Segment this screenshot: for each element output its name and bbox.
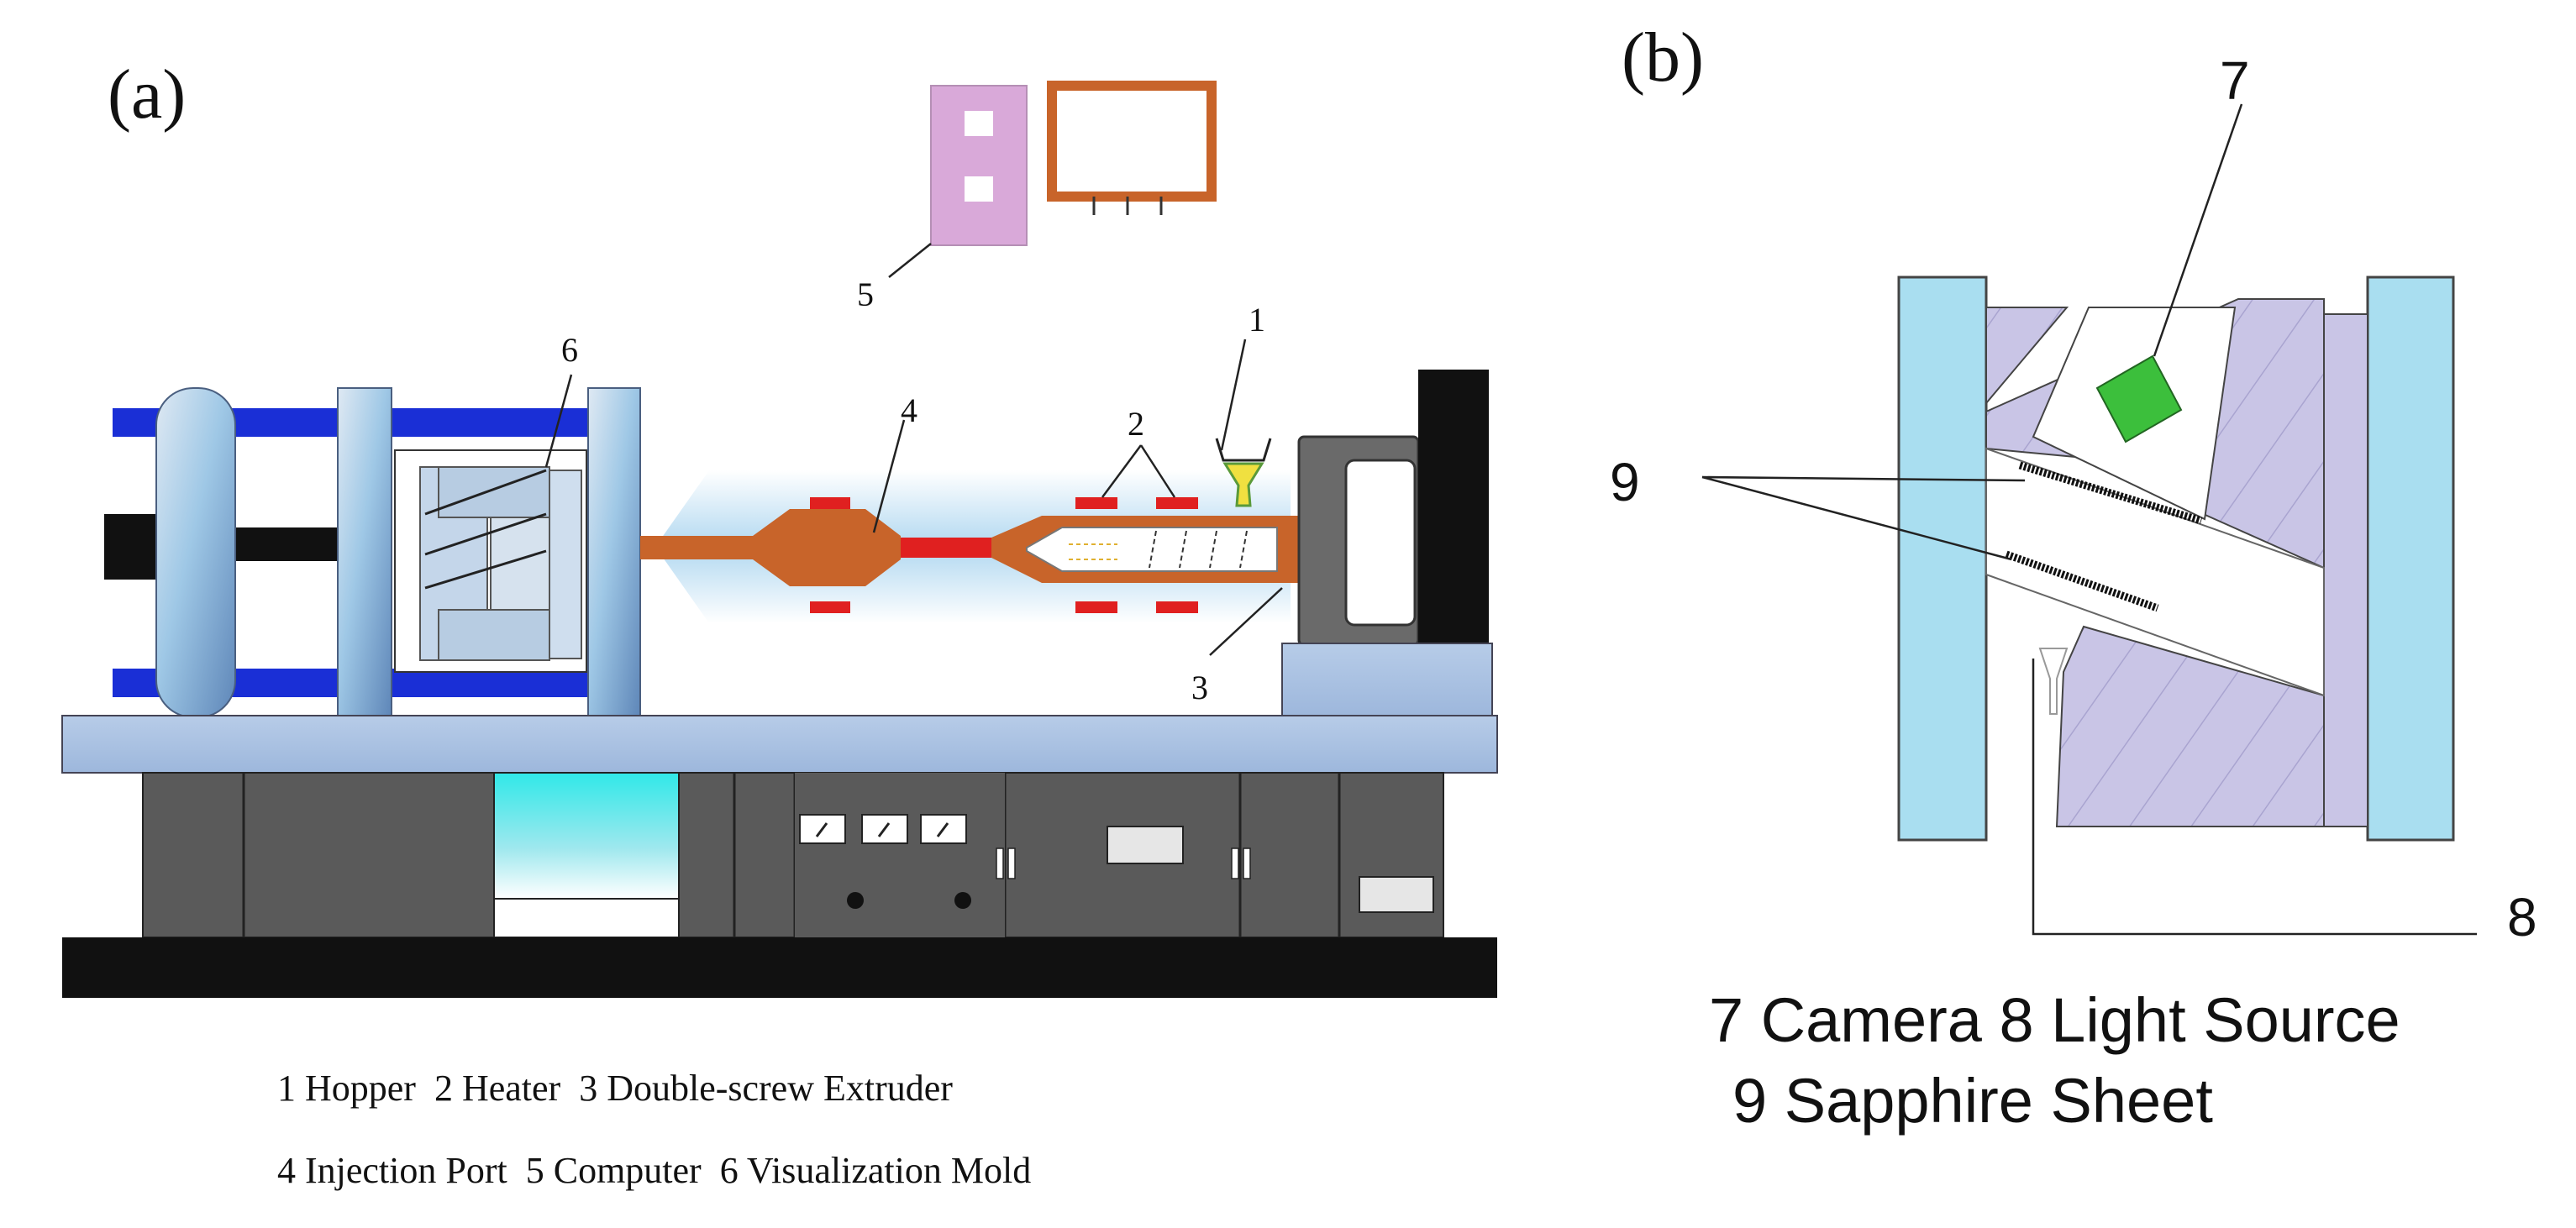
- control-knob-1: [847, 892, 864, 909]
- callout-4-leader: [872, 419, 906, 533]
- callout-8: 8: [2507, 887, 2537, 947]
- callout-2: 2: [1128, 405, 1144, 443]
- injection-nozzle: [901, 538, 991, 558]
- sapphire-sheet-icon: [2005, 461, 2203, 612]
- fixed-platen: [587, 387, 641, 718]
- hopper-funnel: [1222, 462, 1264, 507]
- callout-5-leader: [888, 243, 932, 278]
- screw-flight-2: [1179, 530, 1187, 569]
- callout-6-leader: [544, 374, 573, 468]
- cabinet-handle-2: [1007, 848, 1016, 879]
- injection-motor-back: [1418, 370, 1489, 643]
- mold-diagonal-2: [424, 512, 547, 556]
- panel-a-caption-line-2: 4 Injection Port 5 Computer 6 Visualizat…: [277, 1150, 1031, 1191]
- panel-b-caption-line-2: 9 Sapphire Sheet: [1732, 1066, 2213, 1136]
- gauge-2-needle: [877, 822, 891, 837]
- mold-bottom-block: [438, 609, 550, 661]
- control-panel: [795, 773, 1005, 937]
- injection-carriage: [1281, 643, 1493, 716]
- mold-insert-upper: [1985, 307, 2069, 406]
- heater-band-bottom-3: [1156, 601, 1198, 613]
- callout-4: 4: [901, 391, 917, 429]
- gauge-3-needle: [936, 822, 949, 837]
- rear-platen: [155, 387, 236, 718]
- screw-flight-3: [1209, 530, 1217, 569]
- callout-1: 1: [1249, 301, 1265, 338]
- computer-tower-slot-2: [965, 176, 993, 202]
- screw-flight-1: [1149, 530, 1157, 569]
- control-screen-base: [493, 898, 680, 938]
- callout-1-leader: [1220, 338, 1247, 451]
- callout-2-leader-b: [1139, 444, 1176, 498]
- nozzle-stem: [640, 536, 753, 559]
- panel-a: (a) 5: [61, 55, 1498, 1191]
- injection-port-icon: [753, 509, 901, 586]
- panel-a-caption-line-1: 1 Hopper 2 Heater 3 Double-screw Extrude…: [277, 1068, 953, 1109]
- heater-band-top-3: [1156, 497, 1198, 509]
- cabinet-vent-2: [1359, 876, 1434, 913]
- callout-9-leader-upper: [1701, 475, 2026, 482]
- callout-7-leader: [2153, 103, 2243, 357]
- heater-band-top-2: [1075, 497, 1117, 509]
- heater-band-top-1: [810, 497, 850, 509]
- cabinet-handle-4: [1243, 848, 1251, 879]
- cabinet-handle-1: [996, 848, 1004, 879]
- light-source-icon: [2038, 648, 2069, 715]
- gauge-1-needle: [815, 822, 828, 837]
- panel-a-label: (a): [108, 55, 186, 134]
- cabinet-handle-3: [1231, 848, 1239, 879]
- heater-band-bottom-2: [1075, 601, 1117, 613]
- injection-motor-window: [1344, 459, 1417, 627]
- mold-plate: [549, 470, 582, 659]
- callout-3: 3: [1191, 669, 1208, 706]
- callout-8-leader: [2032, 659, 2477, 936]
- screw-extruder-icon: [640, 470, 1321, 623]
- screw-flight-4: [1239, 530, 1248, 569]
- camera-body: [2095, 354, 2183, 443]
- camera-icon: [2095, 354, 2183, 443]
- sapphire-sheet-upper: [2018, 461, 2203, 525]
- callout-5: 5: [857, 276, 874, 313]
- panel-b: (b) 7 9 8 7 Camera 8 Light Source: [1610, 18, 2537, 1136]
- computer-icon: [930, 81, 1217, 246]
- control-knob-2: [954, 892, 971, 909]
- machine-bed-top: [61, 715, 1498, 774]
- visualization-mold-icon: [394, 449, 587, 673]
- mold-side-plate-left: [1897, 276, 1988, 842]
- sapphire-sheet-lower: [2005, 550, 2159, 612]
- machine-cabinet: [142, 772, 1444, 938]
- callout-9-leader-lower: [1701, 475, 2012, 561]
- panel-b-label: (b): [1622, 18, 1704, 97]
- heater-band-bottom-1: [810, 601, 850, 613]
- computer-tower-slot-1: [965, 111, 993, 136]
- mold-diagonal-1: [424, 469, 547, 516]
- heater-icon: [810, 497, 1198, 613]
- hopper-icon: [1215, 438, 1272, 507]
- machine-base: [62, 937, 1497, 998]
- mold-strip-right: [2323, 313, 2368, 827]
- callout-6: 6: [561, 331, 578, 369]
- light-source-body: [2038, 648, 2069, 715]
- callout-2-leader-a: [1101, 444, 1143, 498]
- moving-platen: [337, 387, 392, 718]
- computer-tower: [930, 85, 1028, 246]
- callout-7: 7: [2220, 50, 2250, 111]
- mold-cavity: [1985, 447, 2325, 697]
- control-screen: [493, 772, 680, 900]
- callout-3-leader: [1209, 587, 1283, 656]
- computer-monitor: [1047, 81, 1217, 202]
- mold-diagonal-3: [424, 549, 547, 590]
- mold-insert-lower: [2055, 625, 2325, 827]
- hopper-cup: [1215, 438, 1272, 462]
- cabinet-vent-1: [1107, 826, 1184, 864]
- panel-b-caption-line-1: 7 Camera 8 Light Source: [1709, 985, 2400, 1055]
- mold-side-plate-right: [2366, 276, 2455, 842]
- callout-9: 9: [1610, 452, 1640, 512]
